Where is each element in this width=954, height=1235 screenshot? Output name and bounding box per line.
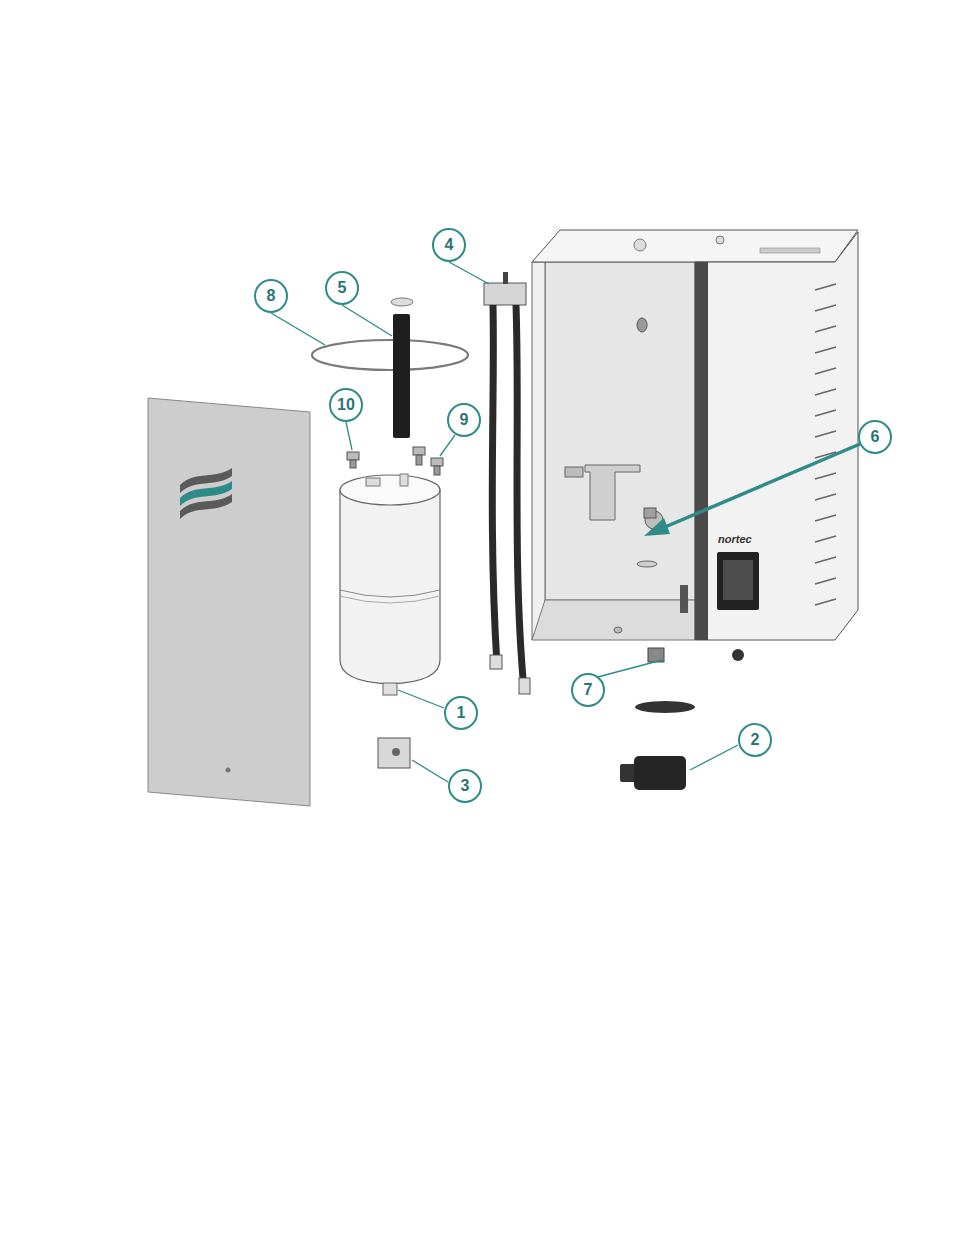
callout-number: 4 bbox=[432, 228, 466, 262]
callout-number: 3 bbox=[448, 769, 482, 803]
brand-label: nortec bbox=[718, 533, 752, 545]
callout-number: 1 bbox=[444, 696, 478, 730]
callout-text: 5 bbox=[338, 280, 347, 296]
callout-text: 1 bbox=[457, 705, 466, 721]
callout-number: 5 bbox=[325, 271, 359, 305]
callout-number: 9 bbox=[447, 403, 481, 437]
callout-text: 9 bbox=[460, 412, 469, 428]
callout-text: 10 bbox=[337, 397, 355, 413]
callout-number: 7 bbox=[571, 673, 605, 707]
callout-number: 2 bbox=[738, 723, 772, 757]
callout-text: 6 bbox=[871, 429, 880, 445]
callout-number: 6 bbox=[858, 420, 892, 454]
callout-text: 7 bbox=[584, 682, 593, 698]
callout-text: 2 bbox=[751, 732, 760, 748]
callout-number: 10 bbox=[329, 388, 363, 422]
callout-number: 8 bbox=[254, 279, 288, 313]
callout-text: 8 bbox=[267, 288, 276, 304]
callout-text: 3 bbox=[461, 778, 470, 794]
callout-text: 4 bbox=[445, 237, 454, 253]
